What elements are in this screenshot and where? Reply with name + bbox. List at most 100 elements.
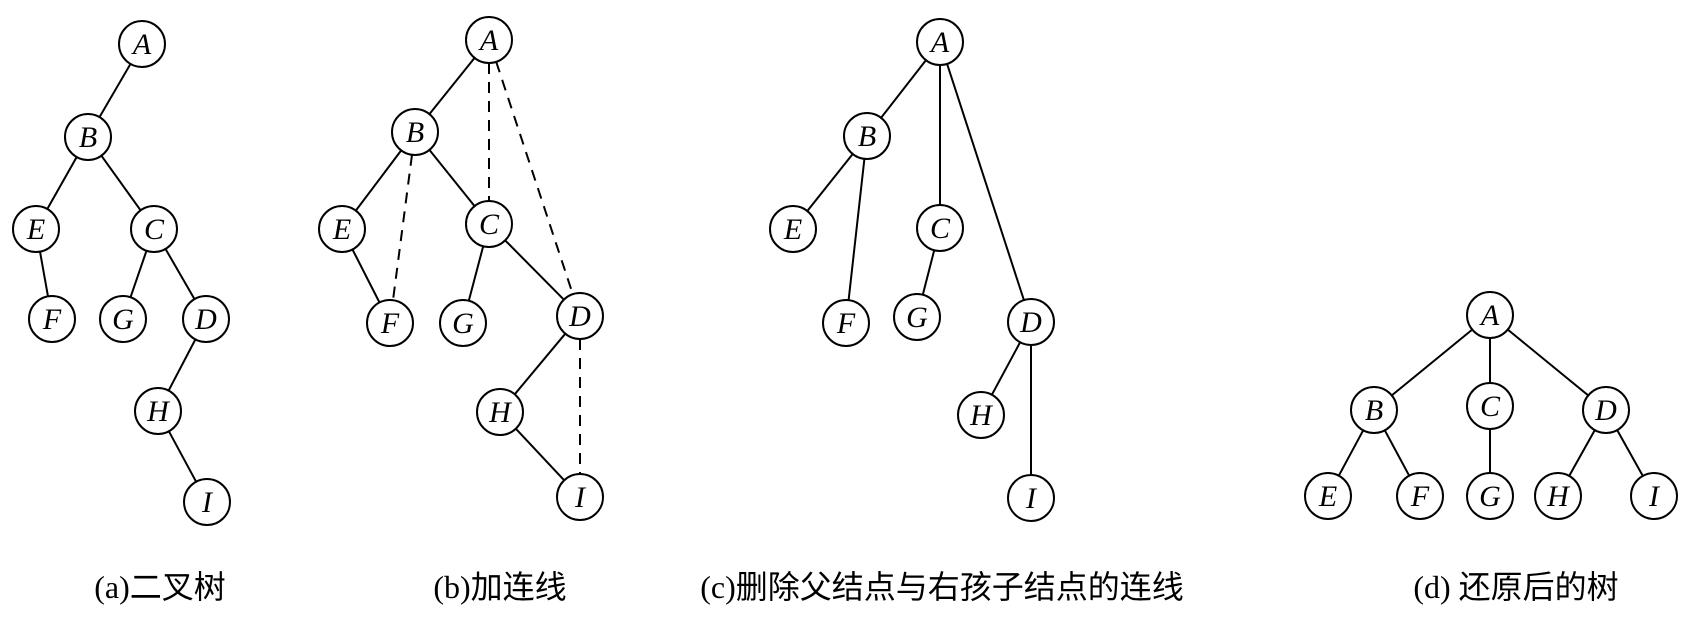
node-circle bbox=[64, 113, 112, 161]
caption-a: (a)二叉树 bbox=[94, 569, 226, 605]
node-label: C bbox=[930, 212, 951, 245]
node-label: D bbox=[568, 300, 591, 333]
edge-d-h bbox=[167, 338, 197, 392]
node-a: A bbox=[1466, 291, 1514, 339]
node-circle bbox=[1007, 298, 1055, 346]
panel-a: A B E C F G D H I (a)二叉树 bbox=[12, 20, 231, 605]
node-label: E bbox=[1318, 480, 1337, 513]
node-circle bbox=[1466, 382, 1514, 430]
node-circle bbox=[1304, 472, 1352, 520]
edge-b-e bbox=[1337, 429, 1365, 477]
edge-e-f bbox=[39, 251, 49, 297]
node-label: I bbox=[1025, 482, 1038, 515]
node-i: I bbox=[1630, 472, 1678, 520]
node-label: H bbox=[969, 399, 994, 432]
node-c: C bbox=[1466, 382, 1514, 430]
node-b: B bbox=[1350, 386, 1398, 434]
node-circle bbox=[556, 473, 604, 521]
node-label: G bbox=[906, 301, 928, 334]
edge-b-c bbox=[100, 155, 142, 211]
node-label: A bbox=[478, 24, 499, 57]
node-label: A bbox=[1479, 299, 1500, 332]
node-label: F bbox=[1410, 480, 1430, 513]
node-label: D bbox=[194, 303, 217, 336]
node-circle bbox=[556, 292, 604, 340]
node-label: A bbox=[929, 26, 950, 59]
node-circle bbox=[1396, 472, 1444, 520]
node-label: C bbox=[1480, 390, 1501, 423]
node-label: F bbox=[836, 307, 856, 340]
edge-c-d bbox=[164, 248, 196, 300]
node-circle bbox=[318, 205, 366, 253]
node-label: G bbox=[452, 307, 474, 340]
node-d: D bbox=[556, 292, 604, 340]
node-label: H bbox=[146, 395, 171, 428]
node-f: F bbox=[822, 299, 870, 347]
node-circle bbox=[843, 112, 891, 160]
edge-b-e bbox=[355, 149, 402, 212]
node-circle bbox=[1350, 386, 1398, 434]
edge-b-c bbox=[428, 149, 476, 207]
node-label: G bbox=[112, 303, 134, 336]
node-circle bbox=[12, 205, 60, 253]
edge-a-d bbox=[946, 63, 1025, 301]
node-circle bbox=[1534, 472, 1582, 520]
edge-d-h bbox=[1568, 429, 1596, 477]
node-label: I bbox=[1648, 480, 1661, 513]
node-label: B bbox=[858, 120, 876, 153]
node-e: E bbox=[318, 205, 366, 253]
node-f: F bbox=[366, 299, 414, 347]
node-label: B bbox=[79, 121, 97, 154]
node-g: G bbox=[893, 293, 941, 341]
node-label: F bbox=[380, 307, 400, 340]
edge-a-d-dashed bbox=[495, 61, 574, 295]
node-h: H bbox=[1534, 472, 1582, 520]
node-h: H bbox=[957, 391, 1005, 439]
node-label: D bbox=[1594, 394, 1617, 427]
node-label: I bbox=[574, 481, 587, 514]
node-label: E bbox=[26, 213, 45, 246]
node-circle bbox=[893, 293, 941, 341]
node-circle bbox=[118, 20, 166, 68]
node-label: I bbox=[201, 486, 214, 519]
node-f: F bbox=[28, 295, 76, 343]
node-circle bbox=[1466, 291, 1514, 339]
node-g: G bbox=[439, 299, 487, 347]
node-label: G bbox=[1479, 480, 1501, 513]
node-circle bbox=[1582, 386, 1630, 434]
node-circle bbox=[366, 299, 414, 347]
edge-a-b bbox=[880, 59, 927, 119]
node-label: F bbox=[42, 303, 62, 336]
edge-h-i bbox=[515, 428, 565, 481]
node-d: D bbox=[1582, 386, 1630, 434]
node-label: E bbox=[332, 213, 351, 246]
node-c: C bbox=[465, 200, 513, 248]
node-a: A bbox=[118, 20, 166, 68]
node-b: B bbox=[843, 112, 891, 160]
edge-d-h bbox=[513, 333, 567, 395]
node-h: H bbox=[134, 387, 182, 435]
node-label: A bbox=[131, 28, 152, 61]
node-circle bbox=[465, 16, 513, 64]
node-i: I bbox=[1007, 474, 1055, 522]
node-label: C bbox=[479, 208, 500, 241]
node-circle bbox=[134, 387, 182, 435]
node-label: B bbox=[406, 116, 424, 149]
edge-b-f-dashed bbox=[392, 154, 413, 301]
node-a: A bbox=[916, 18, 964, 66]
edge-c-g bbox=[129, 250, 148, 298]
edge-b-f bbox=[847, 158, 866, 301]
node-circle bbox=[476, 388, 524, 436]
node-i: I bbox=[183, 478, 231, 526]
node-c: C bbox=[130, 205, 178, 253]
edge-d-h bbox=[991, 341, 1021, 396]
node-label: H bbox=[488, 396, 513, 429]
node-label: B bbox=[1365, 394, 1383, 427]
edge-d-i bbox=[1616, 429, 1644, 477]
caption-c: (c)删除父结点与右孩子结点的连线 bbox=[700, 569, 1184, 605]
node-circle bbox=[183, 478, 231, 526]
node-circle bbox=[439, 299, 487, 347]
